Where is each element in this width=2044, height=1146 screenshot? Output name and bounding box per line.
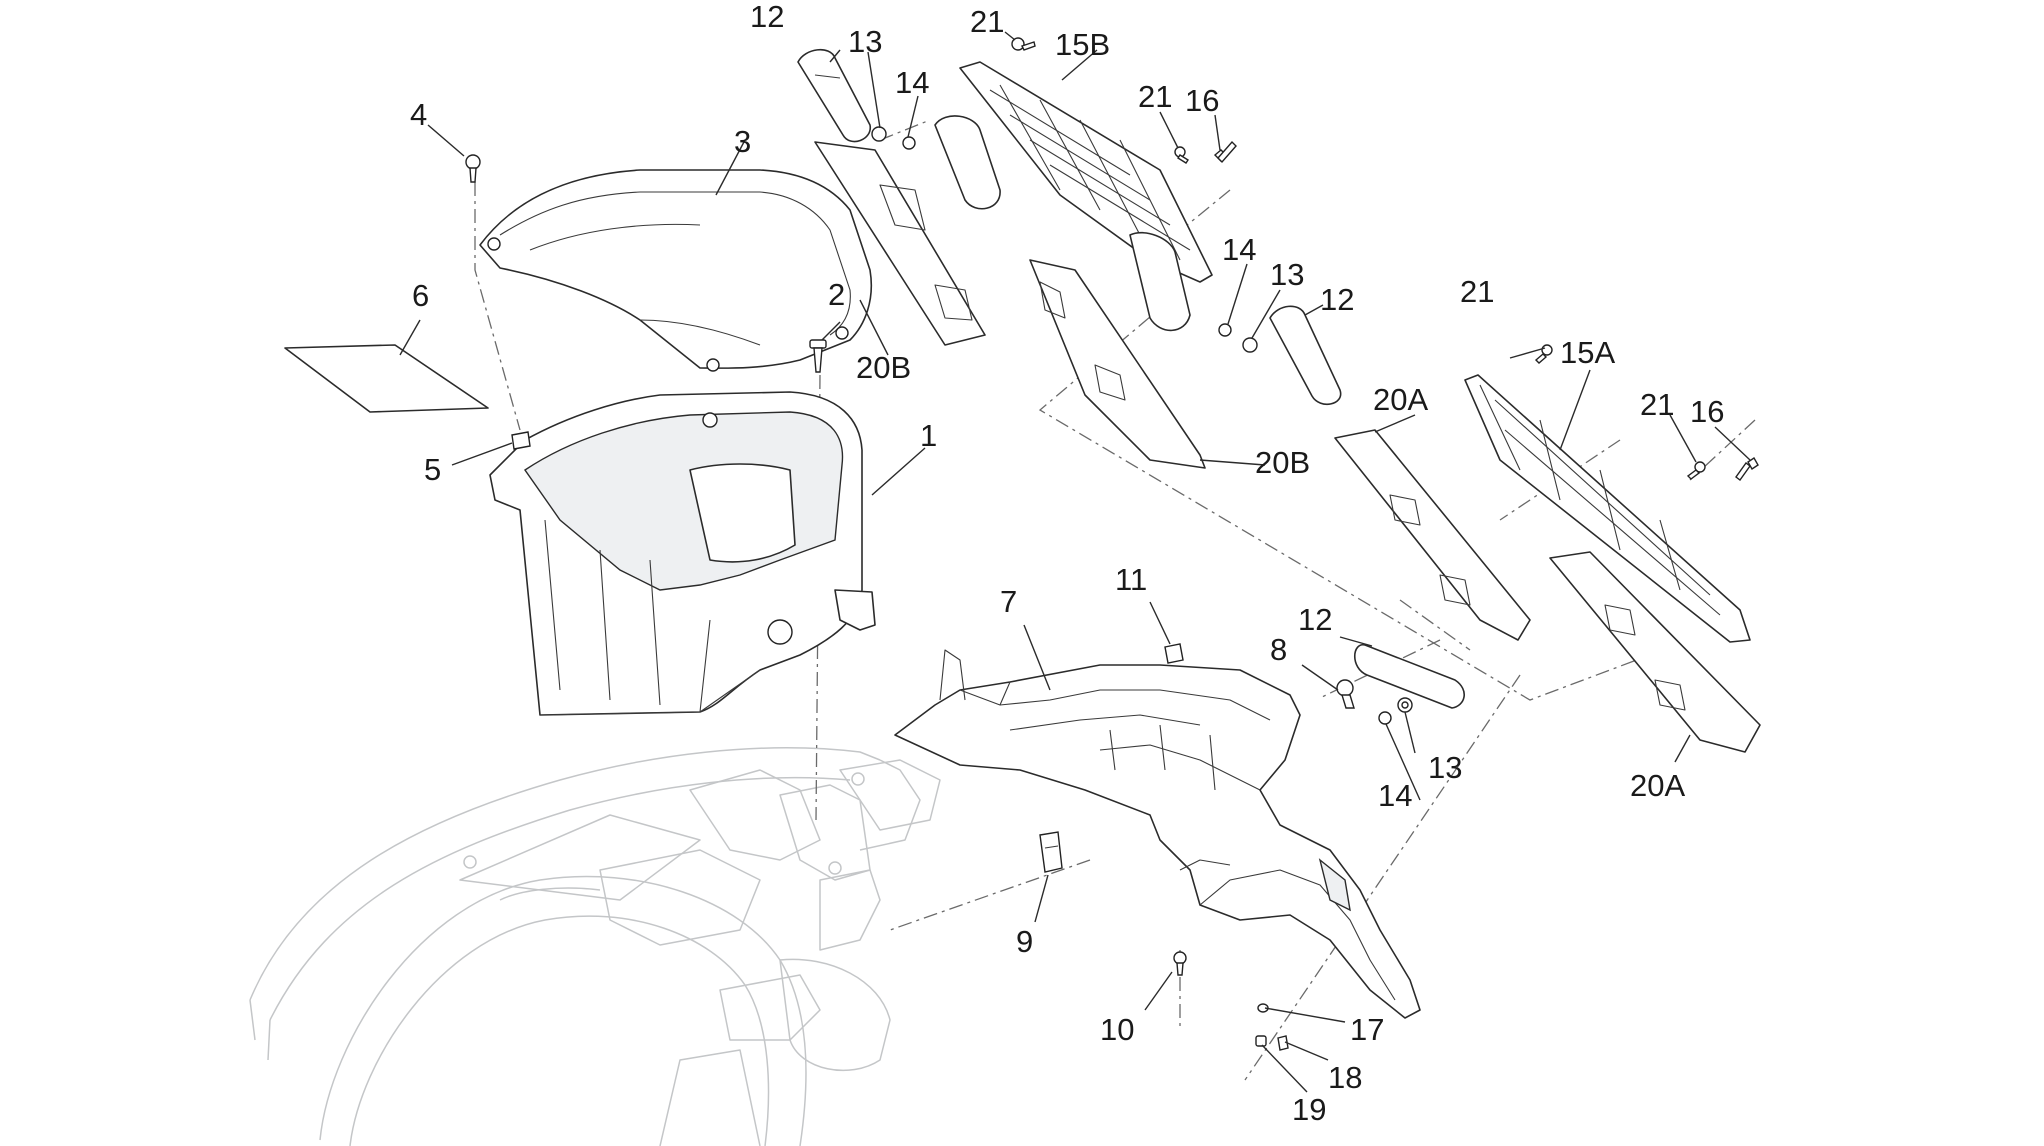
scooter-frame-outline xyxy=(249,747,941,1146)
part-5-clip xyxy=(511,431,531,450)
part-10-screw xyxy=(1173,951,1187,976)
callout-7: 7 xyxy=(1000,584,1017,619)
part-11-clip xyxy=(1164,643,1184,664)
part-21-screw-top xyxy=(1011,37,1036,51)
callout-21-top: 21 xyxy=(970,4,1004,39)
callout-16-top: 16 xyxy=(1185,83,1219,118)
callout-12-top: 12 xyxy=(750,0,784,34)
callout-10: 10 xyxy=(1100,1012,1134,1047)
callout-14-top: 14 xyxy=(895,65,929,100)
part-19-cap xyxy=(1255,1035,1267,1047)
part-16-bolt-top xyxy=(1213,140,1237,164)
callout-5: 5 xyxy=(424,452,441,487)
callout-20b-upper: 20B xyxy=(856,350,911,385)
callout-15a: 15A xyxy=(1560,335,1615,370)
callout-3: 3 xyxy=(734,124,751,159)
callout-20a-lower: 20A xyxy=(1630,768,1685,803)
part-13-washer-mid xyxy=(1242,337,1258,353)
part-13-washer-lower xyxy=(1397,697,1413,713)
callout-8: 8 xyxy=(1270,632,1287,667)
part-4-screw xyxy=(465,154,481,183)
callout-19: 19 xyxy=(1292,1092,1326,1127)
callout-21-right: 21 xyxy=(1640,387,1674,422)
part-12-reflector-lower xyxy=(1353,644,1465,709)
part-7-mudguard xyxy=(894,649,1421,1019)
callout-14-lower: 14 xyxy=(1378,778,1412,813)
part-9-clip xyxy=(1039,831,1063,873)
callout-labels: 1 2 3 4 5 6 7 8 9 10 11 12 13 14 17 18 1… xyxy=(410,0,1724,1127)
part-15a-plate-holder xyxy=(1464,374,1751,643)
callout-20b-lower: 20B xyxy=(1255,445,1310,480)
part-20a-plate-lower xyxy=(1549,551,1761,753)
callout-11: 11 xyxy=(1115,562,1147,597)
callout-12-mid: 12 xyxy=(1320,282,1354,317)
callout-6: 6 xyxy=(412,278,429,313)
callout-2: 2 xyxy=(828,277,845,312)
part-12-reflector-mid xyxy=(1269,305,1342,406)
callout-13-mid: 13 xyxy=(1270,257,1304,292)
part-20a-plate-upper xyxy=(1334,429,1531,641)
part-6-mat xyxy=(284,344,489,413)
callout-12-lower: 12 xyxy=(1298,602,1332,637)
part-16-bolt-right xyxy=(1735,457,1759,481)
callout-4: 4 xyxy=(410,97,427,132)
part-20b-plate-upper xyxy=(814,141,986,346)
part-8-bolt xyxy=(1336,679,1355,709)
part-14-nut-lower xyxy=(1378,711,1392,725)
callout-18: 18 xyxy=(1328,1060,1362,1095)
callout-13-lower: 13 xyxy=(1428,750,1462,785)
part-18-spring xyxy=(1277,1035,1289,1051)
callout-9: 9 xyxy=(1016,924,1033,959)
part-3-lid xyxy=(479,169,873,372)
leader-lines xyxy=(399,31,1751,1093)
part-21-screw-mid xyxy=(1174,146,1189,164)
part-21-screw-right xyxy=(1686,461,1706,480)
part-1-storage-bin xyxy=(489,391,876,716)
callout-20a-upper: 20A xyxy=(1373,382,1428,417)
callout-21-mid: 21 xyxy=(1138,79,1172,114)
part-13-washer-top xyxy=(871,126,887,142)
callout-14-mid: 14 xyxy=(1222,232,1256,267)
part-14-nut-top xyxy=(902,136,916,150)
callout-17: 17 xyxy=(1350,1012,1384,1047)
callout-21-right-top: 21 xyxy=(1460,274,1494,309)
callout-16-right: 16 xyxy=(1690,394,1724,429)
callout-13-top: 13 xyxy=(848,24,882,59)
part-21-screw-right-top xyxy=(1534,344,1553,364)
callout-1: 1 xyxy=(920,418,937,453)
callout-15b: 15B xyxy=(1055,27,1110,62)
part-14-nut-mid xyxy=(1218,323,1232,337)
part-15b-plate-holder xyxy=(934,61,1213,332)
part-12-reflector-top xyxy=(797,49,871,143)
part-2-screw xyxy=(809,339,827,373)
part-20b-plate-lower xyxy=(1029,259,1206,469)
